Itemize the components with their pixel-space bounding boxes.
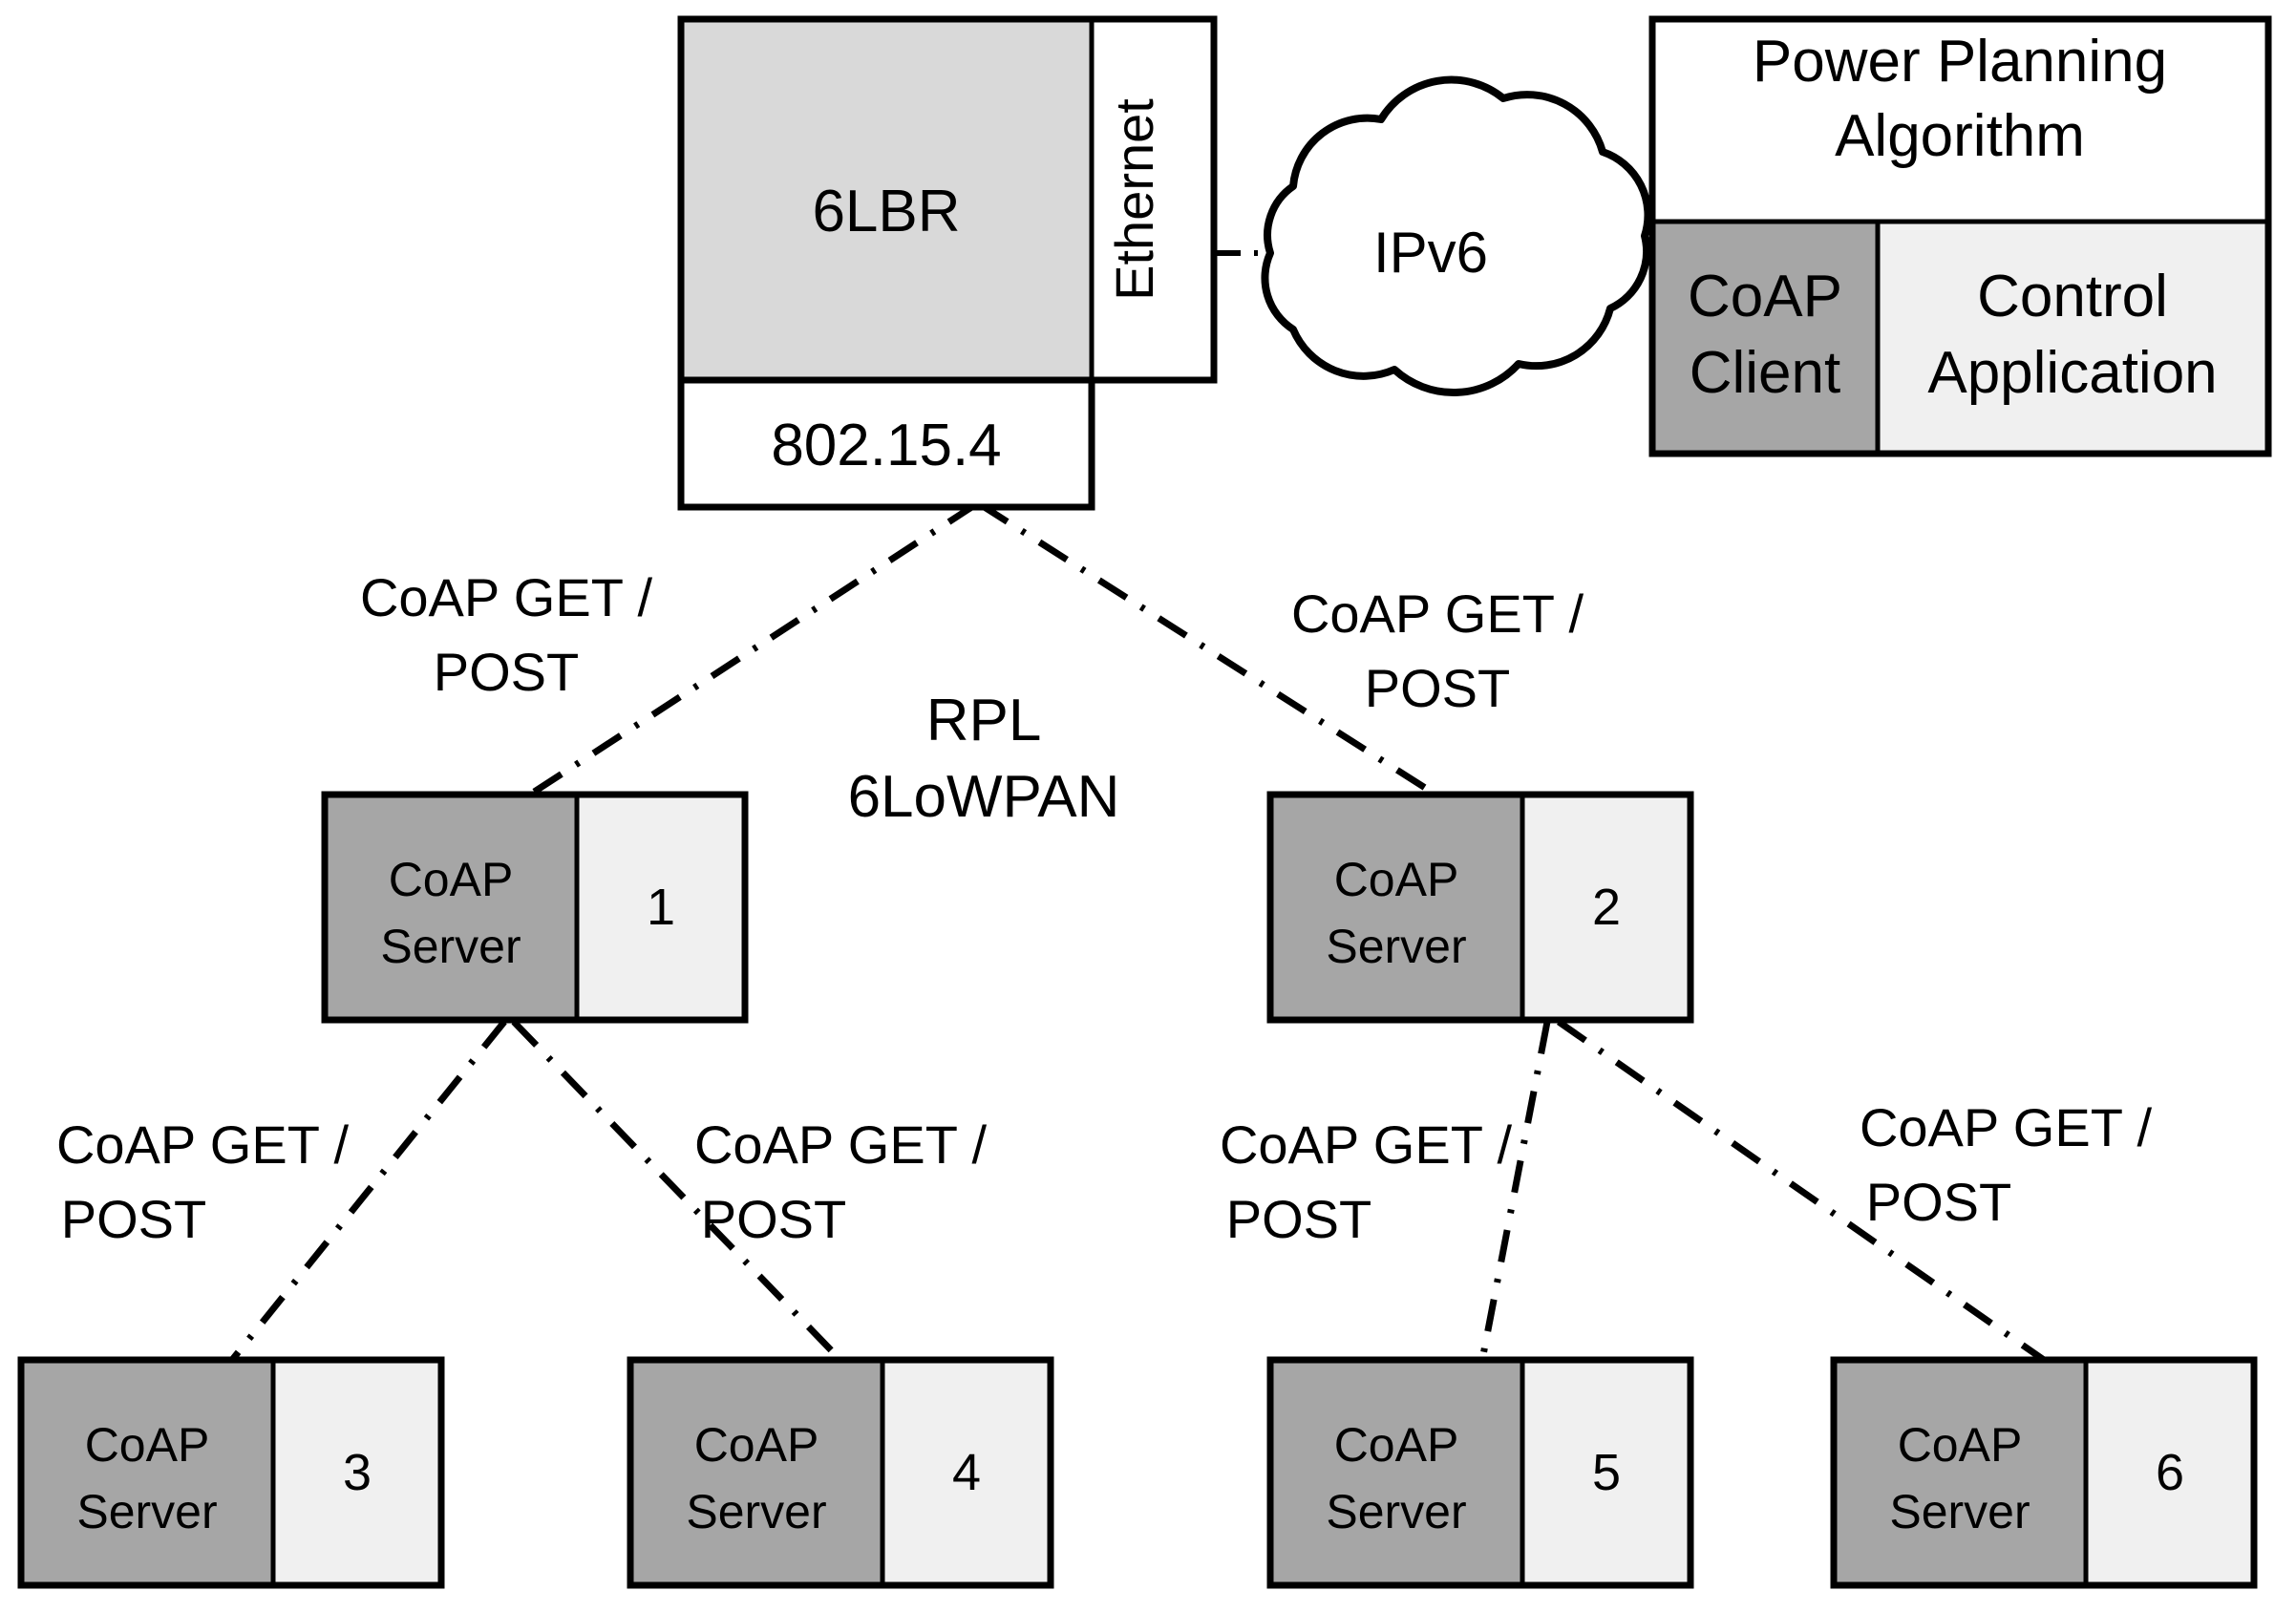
node-2-number: 2 — [1592, 879, 1621, 936]
gateway-main-label: 6LBR — [812, 179, 960, 244]
network-label-line2: 6LoWPAN — [848, 764, 1120, 830]
gateway-phy-cell — [681, 380, 1092, 507]
node-1-role-cell — [325, 795, 577, 1020]
link-label-gw-1: CoAP GET / POST — [360, 567, 653, 702]
link-label-2-5-line2: POST — [1226, 1189, 1371, 1249]
link-label-1-3: CoAP GET / POST — [56, 1114, 350, 1249]
link-label-gw-1-line1: CoAP GET / — [360, 567, 653, 627]
node-5-number-cell — [1522, 1360, 1690, 1585]
controller-control-app-line1: Control — [1977, 264, 2168, 329]
node-1-role-line2: Server — [380, 920, 521, 973]
link-label-1-4: CoAP GET / POST — [694, 1114, 988, 1249]
link-node-2-to-node-5 — [1478, 1021, 1551, 1361]
node-5-number: 5 — [1592, 1444, 1621, 1501]
link-label-gw-1-line2: POST — [434, 642, 579, 702]
node-6-number-cell — [2086, 1360, 2254, 1585]
cloud-label: IPv6 — [1373, 221, 1488, 285]
controller-coap-client-cell — [1652, 222, 1878, 454]
node-2-number-cell — [1522, 795, 1690, 1020]
node-5-role-line2: Server — [1326, 1485, 1466, 1538]
link-label-gw-2-line2: POST — [1365, 658, 1510, 718]
controller-coap-client-line1: CoAP — [1688, 264, 1842, 329]
node-5-role-line1: CoAP — [1334, 1418, 1459, 1472]
node-3-number: 3 — [343, 1444, 372, 1501]
node-4-role-line1: CoAP — [694, 1418, 819, 1472]
link-node-2-to-node-6 — [1556, 1019, 2047, 1363]
node-4-number-cell — [882, 1360, 1051, 1585]
node-4[interactable]: CoAP Server 4 — [627, 1356, 1054, 1589]
node-4-role-cell — [630, 1360, 882, 1585]
gateway-6lbr[interactable]: 6LBR Ethernet 802.15.4 — [677, 15, 1218, 511]
link-label-2-6-line2: POST — [1866, 1172, 2011, 1232]
controller-title-line2: Algorithm — [1835, 103, 2085, 169]
node-6-role-cell — [1834, 1360, 2086, 1585]
link-label-1-4-line1: CoAP GET / — [694, 1114, 988, 1175]
link-label-1-4-line2: POST — [701, 1189, 846, 1249]
node-1-number: 1 — [647, 879, 675, 936]
link-node-1-to-node-4 — [511, 1019, 843, 1363]
node-6-number: 6 — [2156, 1444, 2184, 1501]
link-label-2-5-line1: CoAP GET / — [1220, 1114, 1513, 1175]
link-label-gw-2-line1: CoAP GET / — [1291, 583, 1584, 644]
link-gateway-to-node-2 — [978, 501, 1435, 795]
link-label-2-5: CoAP GET / POST — [1220, 1114, 1513, 1249]
node-4-role-line2: Server — [686, 1485, 826, 1538]
node-4-number: 4 — [952, 1444, 981, 1501]
cloud-shape — [1261, 75, 1652, 397]
controller-coap-client-line2: Client — [1690, 340, 1841, 406]
node-5-role-cell — [1270, 1360, 1522, 1585]
ipv6-cloud[interactable]: IPv6 — [1216, 75, 1652, 397]
gateway-ethernet-label: Ethernet — [1104, 98, 1164, 301]
node-2-role-cell — [1270, 795, 1522, 1020]
node-1-number-cell — [577, 795, 745, 1020]
power-planning-controller[interactable]: Power Planning Algorithm CoAP Client Con… — [1648, 15, 2272, 457]
controller-control-app-line2: Application — [1927, 340, 2217, 406]
gateway-main-cell — [681, 19, 1092, 380]
gateway-ethernet-cell — [1092, 19, 1214, 380]
gateway-phy-label: 802.15.4 — [771, 413, 1001, 478]
link-label-1-3-line1: CoAP GET / — [56, 1114, 350, 1175]
link-label-1-3-line2: POST — [61, 1189, 206, 1249]
node-6-role-line2: Server — [1889, 1485, 2030, 1538]
node-1[interactable]: CoAP Server 1 — [321, 791, 749, 1024]
node-1-role-line1: CoAP — [389, 853, 514, 906]
node-6[interactable]: CoAP Server 6 — [1830, 1356, 2258, 1589]
link-node-1-to-node-3 — [229, 1019, 507, 1363]
node-2[interactable]: CoAP Server 2 — [1266, 791, 1694, 1024]
node-3-role-line1: CoAP — [85, 1418, 210, 1472]
link-label-2-6: CoAP GET / POST — [1860, 1097, 2153, 1232]
controller-control-app-cell — [1878, 222, 2268, 454]
link-group — [229, 501, 2047, 1363]
node-6-role-line1: CoAP — [1898, 1418, 2023, 1472]
node-3[interactable]: CoAP Server 3 — [17, 1356, 445, 1589]
controller-title-line1: Power Planning — [1753, 29, 2167, 95]
controller-title-cell — [1652, 19, 2268, 222]
network-label-line1: RPL — [926, 688, 1042, 753]
node-3-role-cell — [21, 1360, 273, 1585]
link-label-gw-2: CoAP GET / POST — [1291, 583, 1584, 718]
node-5[interactable]: CoAP Server 5 — [1266, 1356, 1694, 1589]
link-gateway-to-node-1 — [531, 501, 978, 795]
node-2-role-line1: CoAP — [1334, 853, 1459, 906]
link-label-2-6-line1: CoAP GET / — [1860, 1097, 2153, 1157]
network-protocol-label: RPL 6LoWPAN — [848, 688, 1120, 830]
node-3-role-line2: Server — [76, 1485, 217, 1538]
node-3-number-cell — [273, 1360, 441, 1585]
node-2-role-line2: Server — [1326, 920, 1466, 973]
